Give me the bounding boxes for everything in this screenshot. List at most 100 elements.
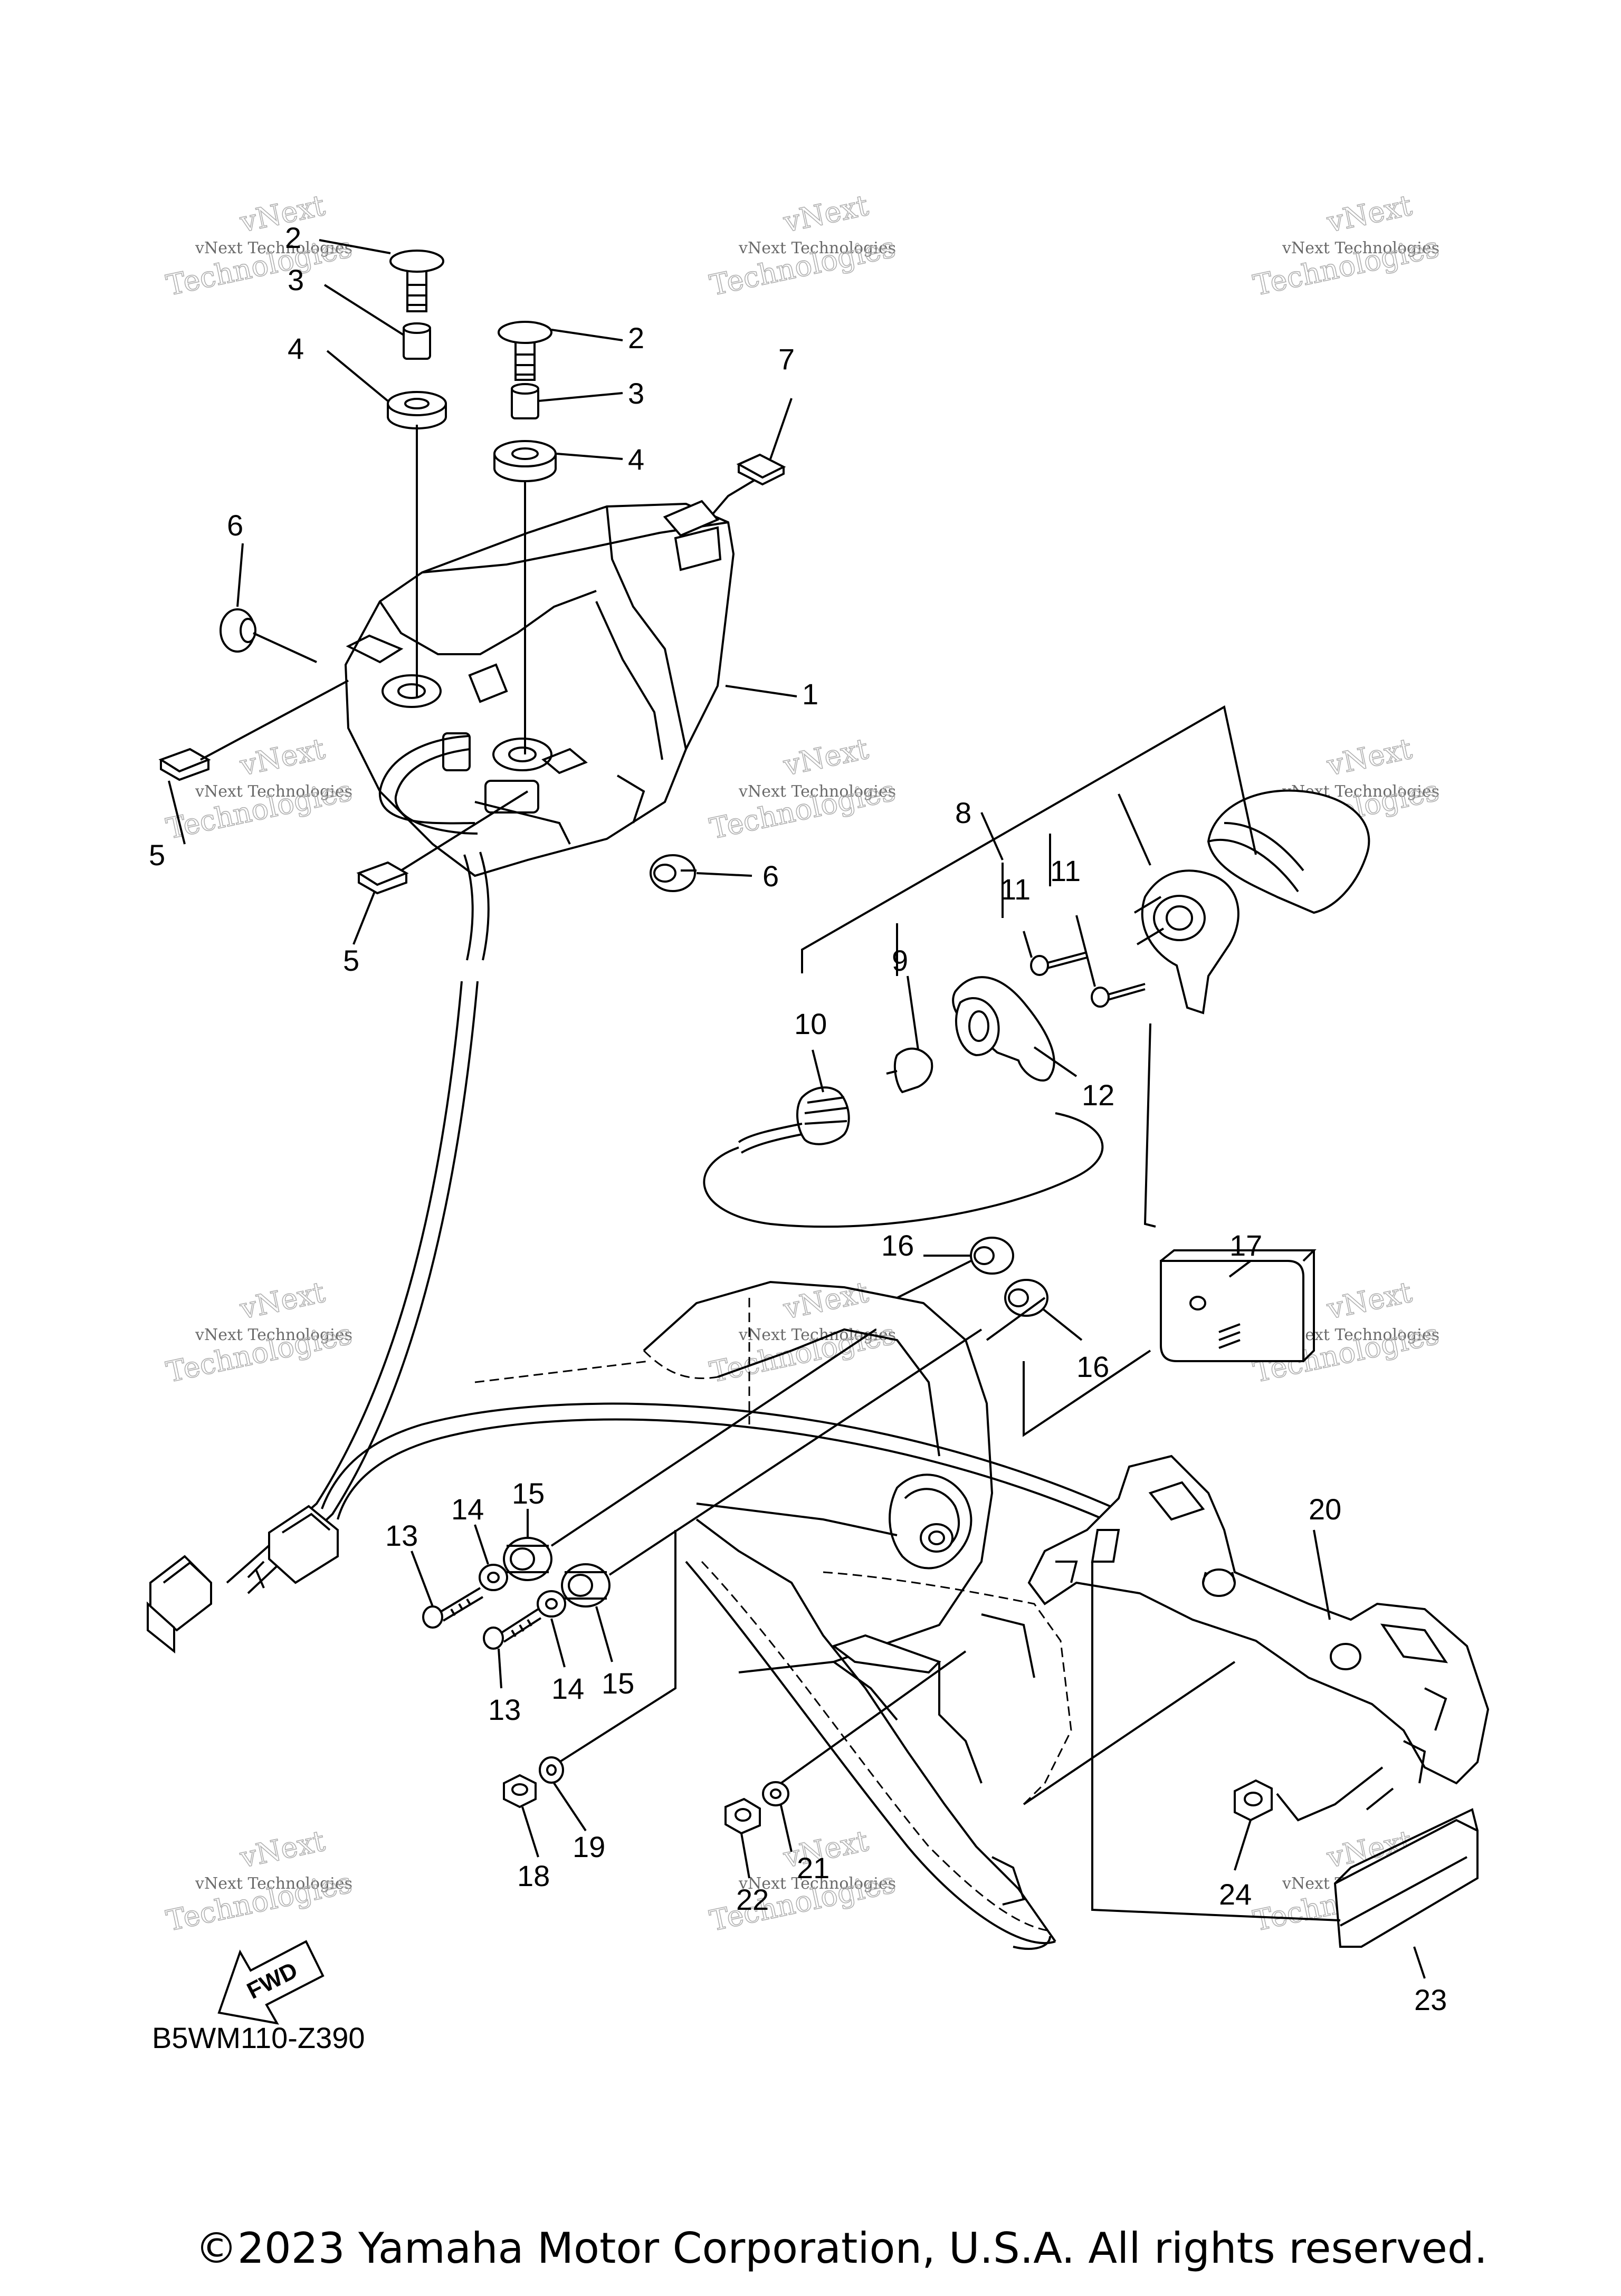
callout-24: 24 <box>1219 1878 1252 1911</box>
callout-6-left: 6 <box>227 509 243 542</box>
bolt-2-left[interactable] <box>389 250 444 312</box>
svg-text:vNext: vNext <box>237 188 328 239</box>
callout-12: 12 <box>1082 1078 1114 1112</box>
nut-24[interactable] <box>1234 1779 1273 1822</box>
callout-2-left: 2 <box>285 221 301 254</box>
washer-19[interactable] <box>539 1756 564 1784</box>
svg-text:vNext: vNext <box>237 1824 328 1874</box>
grommet-15-lower[interactable] <box>561 1563 611 1608</box>
svg-text:vNext: vNext <box>237 1275 328 1326</box>
clip-7[interactable] <box>736 453 786 486</box>
callout-2-right: 2 <box>628 321 644 355</box>
leader-lines <box>168 239 1426 1979</box>
callout-3-left: 3 <box>288 263 304 296</box>
collar-3-left[interactable] <box>403 322 431 360</box>
watermark: vNext vNext Technologies Technologies <box>707 188 899 303</box>
diagram-code: B5WM110-Z390 <box>152 2021 365 2054</box>
callout-21: 21 <box>797 1851 829 1884</box>
lamp-base[interactable] <box>1133 869 1239 1015</box>
svg-text:vNext: vNext <box>780 188 872 239</box>
watermark-group: vNext vNext Technologies Technologies vN… <box>163 188 1442 1938</box>
nut-18[interactable] <box>503 1774 537 1809</box>
wire-harness <box>226 735 490 1594</box>
callout-15-lower: 15 <box>602 1667 634 1700</box>
svg-text:vNext Technologies: vNext Technologies <box>1282 239 1439 257</box>
callout-4-right: 4 <box>628 443 644 476</box>
callout-14-upper: 14 <box>451 1493 484 1526</box>
svg-text:vNext: vNext <box>780 732 872 782</box>
reflector-17[interactable] <box>1160 1249 1317 1362</box>
callout-18: 18 <box>517 1859 550 1892</box>
screw-13-lower[interactable] <box>483 1608 542 1650</box>
reflector-23[interactable] <box>1333 1808 1479 1948</box>
callout-1: 1 <box>802 677 818 711</box>
callout-15-upper: 15 <box>512 1477 545 1510</box>
nut-22[interactable] <box>724 1797 761 1835</box>
assembly-bracket-lines <box>801 705 1257 1228</box>
callout-3-right: 3 <box>628 377 644 410</box>
svg-text:vNext Technologies: vNext Technologies <box>738 1874 896 1893</box>
svg-text:vNext: vNext <box>1324 1275 1415 1326</box>
callout-20: 20 <box>1309 1493 1341 1526</box>
callout-23: 23 <box>1414 1983 1447 2016</box>
washer-14-upper[interactable] <box>479 1564 508 1591</box>
grommet-16-upper[interactable] <box>970 1237 1014 1275</box>
callout-11-right: 11 <box>1050 854 1081 887</box>
screw-11-upper[interactable] <box>1030 951 1088 976</box>
callout-19: 19 <box>573 1830 605 1863</box>
callout-14-lower: 14 <box>551 1672 584 1705</box>
callout-4-left: 4 <box>288 332 304 365</box>
grommet-15-upper[interactable] <box>503 1537 552 1581</box>
tail-light-housing-1[interactable] <box>344 500 735 877</box>
watermark: vNext vNext Technologies Technologies <box>163 732 355 846</box>
watermark: vNext vNext Technologies Technologies <box>1250 188 1442 303</box>
bolt-2-right[interactable] <box>498 321 552 381</box>
callout-16-upper: 16 <box>881 1229 914 1262</box>
connector-right[interactable] <box>247 1402 1161 1589</box>
fwd-arrow-icon: FWD <box>217 1940 325 2025</box>
assembly-lines <box>200 425 1394 1921</box>
watermark: vNext vNext Technologies Technologies <box>163 1824 355 1938</box>
copyright-notice: ©2023 Yamaha Motor Corporation, U.S.A. A… <box>195 2224 1488 2273</box>
connector-left[interactable] <box>147 1555 212 1654</box>
grommet-4-right[interactable] <box>493 440 557 482</box>
bulb-9[interactable] <box>886 1047 933 1094</box>
socket-plate-12[interactable] <box>952 976 1055 1082</box>
socket-cord-10[interactable] <box>703 1086 1104 1228</box>
callout-6-right: 6 <box>762 859 779 893</box>
svg-text:vNext: vNext <box>237 732 328 782</box>
callout-17: 17 <box>1229 1229 1262 1262</box>
grommet-16-lower[interactable] <box>1004 1279 1048 1317</box>
callout-7: 7 <box>778 342 795 376</box>
grommet-6-left[interactable] <box>220 608 256 653</box>
svg-text:vNext Technologies: vNext Technologies <box>195 1874 352 1893</box>
clip-5-bottom[interactable] <box>356 861 409 895</box>
rear-fender[interactable] <box>474 1280 1072 1950</box>
watermark: vNext vNext Technologies Technologies <box>163 1275 355 1390</box>
svg-text:vNext: vNext <box>1324 732 1415 782</box>
callout-8: 8 <box>955 796 971 829</box>
license-bracket-20[interactable] <box>1027 1455 1490 1785</box>
watermark: vNext vNext Technologies Technologies <box>707 732 899 846</box>
clip-5-left[interactable] <box>158 748 211 781</box>
callout-11-left: 11 <box>1000 873 1031 906</box>
callout-10: 10 <box>794 1007 827 1040</box>
svg-text:vNext Technologies: vNext Technologies <box>738 239 896 257</box>
callout-16-lower: 16 <box>1076 1350 1109 1383</box>
screw-13-upper[interactable] <box>422 1587 484 1629</box>
washer-14-lower[interactable] <box>537 1590 566 1618</box>
grommet-4-left[interactable] <box>387 391 447 429</box>
svg-text:vNext Technologies: vNext Technologies <box>738 782 896 801</box>
screw-11-lower[interactable] <box>1091 983 1146 1008</box>
svg-text:vNext Technologies: vNext Technologies <box>195 1326 352 1344</box>
callout-5-left: 5 <box>149 838 165 872</box>
collar-3-right[interactable] <box>511 383 539 419</box>
washer-21[interactable] <box>762 1781 789 1806</box>
svg-text:vNext Technologies: vNext Technologies <box>195 782 352 801</box>
svg-text:vNext: vNext <box>1324 188 1415 239</box>
callout-13-upper: 13 <box>385 1519 418 1552</box>
callouts: 2 3 4 2 3 4 7 6 1 5 6 5 8 11 11 9 10 12 … <box>149 221 1447 2016</box>
grommet-6-right[interactable] <box>650 854 696 892</box>
callout-5-bottom: 5 <box>343 944 359 977</box>
